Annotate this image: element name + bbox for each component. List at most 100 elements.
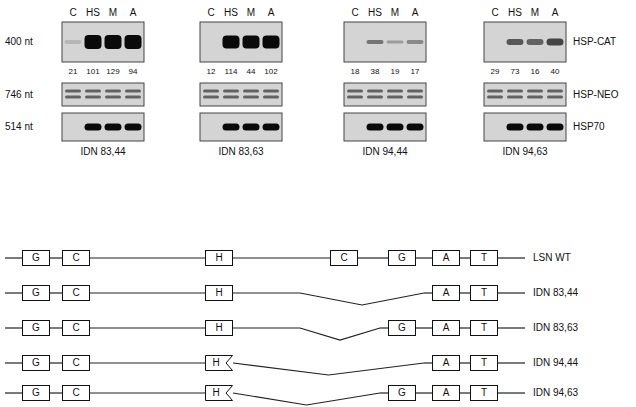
gene-box: T <box>470 250 498 266</box>
dna-backbone <box>498 257 525 258</box>
gene-letter: A <box>443 388 450 398</box>
truncated-outline-shape <box>206 386 233 401</box>
dna-backbone <box>460 327 470 328</box>
blot-band <box>527 90 543 93</box>
blot-panel <box>200 22 282 62</box>
lane-label: M <box>531 8 539 18</box>
blot-band <box>223 124 240 131</box>
quantity-number: 40 <box>551 68 560 76</box>
blot-band <box>407 40 424 44</box>
gene-letter: T <box>481 288 487 298</box>
quantity-number: 18 <box>351 68 360 76</box>
blot-band <box>203 96 219 99</box>
gene-box: T <box>470 385 498 401</box>
quantity-number: 73 <box>511 68 520 76</box>
gene-letter: C <box>340 253 347 263</box>
blot-panel <box>344 113 426 141</box>
blot-band <box>243 36 260 49</box>
blot-band <box>105 124 122 131</box>
quantity-number: 12 <box>207 68 216 76</box>
gene-letter: H <box>215 323 222 333</box>
construct-label: IDN 94,44 <box>533 358 578 368</box>
probe-label: HSP70 <box>573 122 605 132</box>
blot-band <box>243 96 259 99</box>
gene-letter: T <box>481 388 487 398</box>
dna-backbone <box>233 257 330 258</box>
gene-letter: H <box>215 253 222 263</box>
lane-label: HS <box>368 8 382 18</box>
gene-letter: G <box>32 388 40 398</box>
blot-band <box>65 40 82 44</box>
gene-letter: C <box>72 288 79 298</box>
blot-band <box>547 39 564 46</box>
dna-backbone <box>424 362 432 363</box>
blot-panel <box>62 83 144 106</box>
gene-letter: T <box>481 323 487 333</box>
dna-backbone <box>5 327 22 328</box>
blot-band <box>547 96 563 99</box>
blot-band <box>527 39 544 45</box>
dna-backbone <box>233 292 300 293</box>
blot-band <box>85 124 102 131</box>
lane-label: M <box>391 8 399 18</box>
deletion-junction <box>233 393 380 405</box>
dna-backbone <box>498 392 525 393</box>
blot-panel <box>200 83 282 106</box>
gene-box: C <box>62 385 90 401</box>
blot-band <box>65 90 81 93</box>
quantity-number: 44 <box>247 68 256 76</box>
construct-label: IDN 83,44 <box>533 288 578 298</box>
lane-label: C <box>491 8 498 18</box>
blot-panel <box>484 83 566 106</box>
blot-band <box>547 90 563 93</box>
construct-label: IDN 94,63 <box>533 388 578 398</box>
blot-band <box>507 96 523 99</box>
deletion-junction <box>300 328 380 340</box>
blot-panel <box>62 113 144 141</box>
quantity-number: 21 <box>69 68 78 76</box>
dna-backbone <box>498 362 525 363</box>
gene-box: C <box>62 285 90 301</box>
blot-band <box>407 124 424 131</box>
blot-band <box>125 124 142 131</box>
quantity-number: 38 <box>371 68 380 76</box>
blot-band <box>223 90 239 93</box>
blot-band <box>387 124 404 131</box>
quantity-number: 16 <box>531 68 540 76</box>
gene-letter: G <box>32 253 40 263</box>
dna-backbone <box>380 327 388 328</box>
construct-label: LSN WT <box>533 253 571 263</box>
blot-band <box>367 96 383 99</box>
blot-band <box>203 90 219 93</box>
blot-band <box>527 96 543 99</box>
gene-letter: A <box>443 358 450 368</box>
gene-box: C <box>62 355 90 371</box>
blot-band <box>367 90 383 93</box>
blot-panel <box>62 22 144 62</box>
lane-label: HS <box>508 8 522 18</box>
blot-band <box>125 96 141 99</box>
quantity-number: 19 <box>391 68 400 76</box>
dna-backbone <box>460 392 470 393</box>
blot-band <box>367 124 384 131</box>
lane-label: M <box>109 8 117 18</box>
gene-box: G <box>22 385 50 401</box>
blot-band <box>243 90 259 93</box>
blot-band <box>125 90 141 93</box>
gene-letter: H <box>215 288 222 298</box>
blot-band <box>223 36 240 49</box>
lane-label: C <box>351 8 358 18</box>
blot-band <box>347 96 363 99</box>
blot-band <box>387 41 404 44</box>
deletion-junction <box>233 363 424 375</box>
gene-letter: A <box>443 323 450 333</box>
gene-box: A <box>432 250 460 266</box>
quantity-number: 29 <box>491 68 500 76</box>
dna-backbone <box>416 257 432 258</box>
dna-backbone <box>50 327 62 328</box>
gene-box: A <box>432 285 460 301</box>
blot-band <box>263 90 279 93</box>
blot-band <box>243 124 260 131</box>
